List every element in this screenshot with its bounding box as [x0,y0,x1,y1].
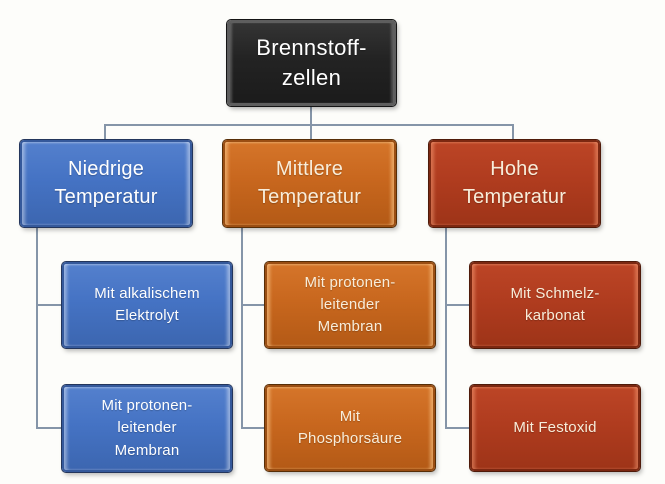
connector-hang-right-s2 [445,427,470,429]
node-niedrige-temperatur[interactable]: Niedrige Temperatur [20,140,192,227]
connector-hang-right-v [445,227,447,429]
node-mit-festoxid[interactable]: Mit Festoxid [470,385,640,471]
connector-hang-middle-s1 [241,304,265,306]
connector-drop-middle [310,125,312,140]
node-label: Mit protonen- leitender Membran [304,273,396,336]
node-mit-phosphorsaeure[interactable]: Mit Phosphorsäure [265,385,435,471]
node-label: Mit Schmelz- karbonat [510,284,600,324]
node-mit-schmelzkarbonat[interactable]: Mit Schmelz- karbonat [470,262,640,348]
connector-drop-left [104,125,106,140]
node-label: Brennstoff- zellen [256,35,367,90]
connector-hang-middle-v [241,227,243,429]
connector-hang-middle-s2 [241,427,265,429]
node-label: Mit Phosphorsäure [297,407,403,447]
node-label: Niedrige Temperatur [54,157,158,208]
connector-hang-left-v [36,227,38,429]
connector-hang-right-s1 [445,304,470,306]
node-label: Hohe Temperatur [462,157,567,208]
connector-top-bar [104,124,514,126]
node-hohe-temperatur[interactable]: Hohe Temperatur [429,140,600,227]
node-label: Mit alkalischem Elektrolyt [94,284,200,324]
node-mit-protonenleitender-membran-mittel[interactable]: Mit protonen- leitender Membran [265,262,435,348]
node-mit-protonenleitender-membran-niedrig[interactable]: Mit protonen- leitender Membran [62,385,232,472]
node-label: Mit protonen- leitender Membran [101,397,193,459]
node-mit-alkalischem-elektrolyt[interactable]: Mit alkalischem Elektrolyt [62,262,232,348]
node-brennstoffzellen[interactable]: Brennstoff- zellen [227,20,396,106]
node-label: Mittlere Temperatur [257,157,362,208]
connector-hang-left-s2 [36,427,62,429]
connector-drop-right [512,125,514,140]
node-label: Mit Festoxid [513,418,597,436]
node-mittlere-temperatur[interactable]: Mittlere Temperatur [223,140,396,227]
connector-hang-left-s1 [36,304,62,306]
connector-root-stem [310,106,312,125]
